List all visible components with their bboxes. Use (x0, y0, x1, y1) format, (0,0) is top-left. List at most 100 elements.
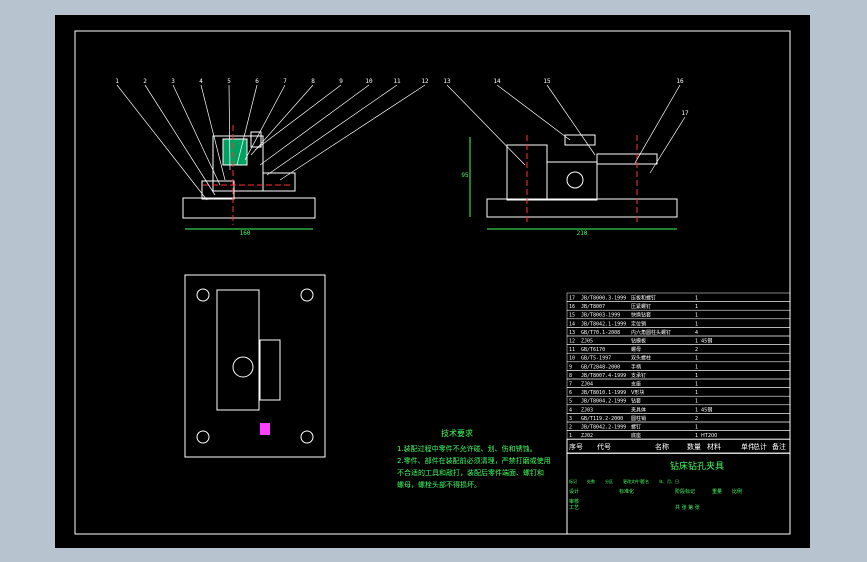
bom-qty: 4 (695, 330, 698, 336)
bom-row (566, 335, 791, 345)
bom-code: GB/T2848-2000 (581, 364, 620, 370)
balloon-1: 1 (115, 78, 119, 85)
tb-label: 更改文件号 (623, 478, 643, 484)
bom-no: 8 (569, 373, 572, 379)
balloon-7: 7 (283, 78, 287, 85)
bom-header-cell: 序号 (569, 442, 583, 451)
bom-no: 6 (569, 390, 572, 396)
bom-no: 10 (569, 356, 575, 362)
note-line: 1.装配过程中零件不允许碰、划、伤和锈蚀。 (397, 444, 537, 453)
bom-name: V形块 (631, 389, 644, 396)
bom-qty: 1 (695, 339, 698, 345)
bom-no: 4 (569, 407, 572, 413)
balloon-9: 9 (339, 78, 343, 85)
front-width-dim: 160 (240, 230, 251, 237)
balloon-2: 2 (143, 78, 147, 85)
leader-line-15 (546, 84, 596, 156)
bom-name: 支座 (631, 381, 641, 388)
bom-no: 11 (569, 347, 575, 353)
balloon-3: 3 (171, 78, 175, 85)
bom-code: ZJ04 (581, 382, 593, 388)
tb-scale: 比例 (732, 488, 742, 495)
balloon-8: 8 (311, 78, 315, 85)
front-clamp (262, 172, 296, 192)
notes-title: 技术要求 (441, 428, 473, 438)
bom-header-cell: 单件 (741, 442, 755, 451)
bom-qty: 1 (695, 433, 698, 439)
front-base (182, 197, 316, 219)
bom-name: 钻模板 (631, 338, 646, 345)
bom-qty: 1 (695, 356, 698, 362)
bom-qty: 1 (695, 399, 698, 405)
leader-line-7 (244, 84, 286, 161)
tb-role: 设计 (569, 488, 579, 495)
bom-row (566, 430, 791, 440)
bom-header-cell: 数量 (687, 442, 701, 451)
bom-name: 圆柱销 (631, 415, 646, 422)
top-hole-br (300, 430, 314, 444)
leader-line-11 (266, 84, 398, 176)
balloon-15: 15 (543, 78, 551, 85)
bom-no: 7 (569, 382, 572, 388)
note-line: 不合适的工具和敲打，装配后零件端面、螺钉和 (397, 468, 544, 477)
bom-name: 支承钉 (631, 372, 646, 379)
leader-line-6 (236, 84, 258, 166)
bom-name: 内六角圆柱头螺钉 (631, 329, 671, 336)
top-accent-part (260, 423, 270, 435)
bom-header-cell: 总计 (753, 442, 767, 451)
leader-line-8 (250, 84, 314, 156)
side-base (486, 198, 678, 218)
bom-header-cell: 名称 (655, 442, 669, 451)
leader-line-12 (279, 84, 426, 181)
bom-header-cell: 材料 (707, 442, 721, 451)
bom-code: ZJ03 (581, 407, 593, 413)
bom-no: 13 (569, 330, 575, 336)
bom-qty: 1 (695, 425, 698, 431)
bom-name: 定位销 (631, 320, 646, 327)
bom-code: JB/T8004.2-1999 (581, 399, 626, 405)
bom-code: JB/T8007.4-1999 (581, 373, 626, 379)
balloon-12: 12 (421, 78, 429, 85)
tb-role: 审核 (569, 498, 579, 505)
side-bushing (564, 134, 596, 146)
side-height-dim: 95 (461, 172, 469, 179)
bom-name: 螺钉 (631, 424, 641, 431)
bom-qty: 1 (695, 364, 698, 370)
bom-name: 压板和螺钉 (631, 295, 656, 302)
tb-label: 标记 (569, 478, 577, 484)
balloon-5: 5 (227, 78, 231, 85)
title-block: 钻床钻孔夹具标记处数分区更改文件号签名年、月、日设计审核工艺标准化阶段标记重量比… (566, 452, 791, 535)
side-support (546, 161, 598, 201)
note-line: 2.零件、部件在装配前必须清理，严禁打磨或使用 (397, 456, 551, 465)
top-hole-tl (196, 288, 210, 302)
tb-label: 处数 (587, 478, 595, 484)
balloon-11: 11 (393, 78, 401, 85)
bom-no: 9 (569, 364, 572, 370)
leader-line-14 (496, 84, 571, 141)
bom-name: 压紧螺钉 (631, 303, 651, 310)
bom-header-cell: 备注 (772, 442, 786, 451)
front-column (212, 135, 264, 192)
bom-code: JB/T8000.3-1999 (581, 296, 626, 302)
leader-line-1 (116, 84, 208, 201)
top-body (216, 289, 260, 411)
top-workpiece (232, 356, 254, 378)
bom-header-cell: 代号 (597, 442, 611, 451)
drawing-title: 钻床钻孔夹具 (670, 460, 724, 472)
balloon-17: 17 (681, 110, 689, 117)
leader-line-5 (228, 84, 231, 171)
tb-label: 年、月、日 (659, 478, 679, 484)
tb-std: 标准化 (619, 488, 634, 495)
top-hole-bl (196, 430, 210, 444)
balloon-16: 16 (676, 78, 684, 85)
bom-name: 底座 (631, 432, 641, 439)
leader-line-2 (144, 84, 216, 196)
bom-qty: 1 (695, 304, 698, 310)
bom-qty: 1 (695, 296, 698, 302)
bom-name: 快换钻套 (631, 312, 651, 319)
